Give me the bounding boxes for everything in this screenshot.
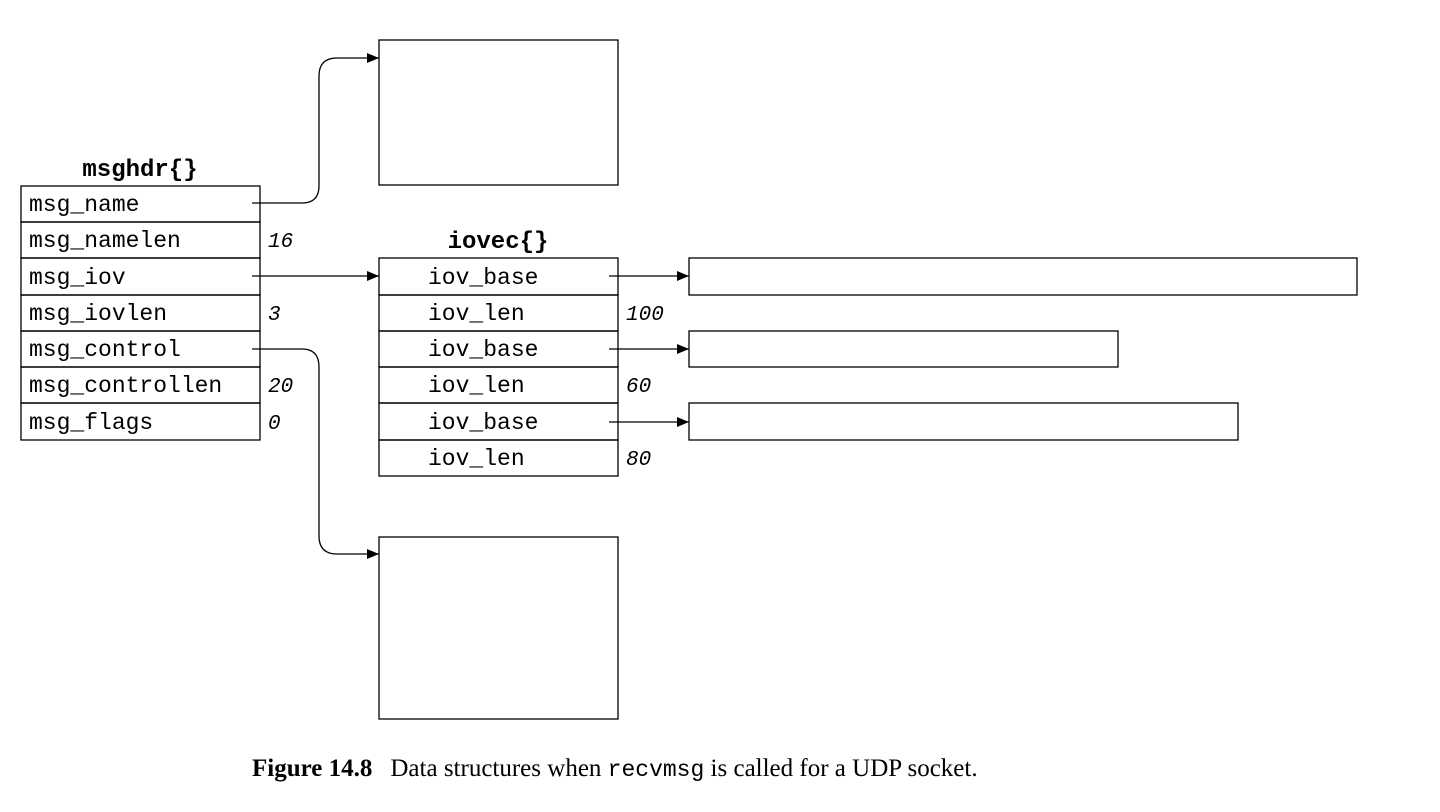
data-buffer-2-box <box>688 330 1119 368</box>
msghdr-field-name: msg_flags <box>29 410 153 436</box>
iovec-field-name: iov_len <box>428 373 525 399</box>
caption-text-before: Data structures when <box>390 755 608 782</box>
caption-text-after: is called for a UDP socket. <box>704 755 978 782</box>
iovec-field-name: iov_base <box>428 337 538 363</box>
iovec-field-value: 60 <box>626 376 651 399</box>
control-buffer-box <box>378 536 619 720</box>
iovec-field-value: 80 <box>626 449 651 472</box>
iovec-row: iov_base <box>378 257 619 296</box>
iovec-field-value: 100 <box>626 304 664 327</box>
msghdr-row: msg_name <box>20 185 261 223</box>
msghdr-field-name: msg_name <box>29 192 139 218</box>
msghdr-row: msg_iov <box>20 257 261 296</box>
iovec-row: iov_len 100 <box>378 294 664 332</box>
iovec-field-name: iov_base <box>428 265 538 291</box>
msghdr-row: msg_control <box>20 330 261 368</box>
name-buffer-box <box>378 39 619 186</box>
caption-label: Figure 14.8 <box>252 755 373 782</box>
msghdr-field-value: 20 <box>268 376 293 399</box>
iovec-row: iov_base <box>378 330 619 368</box>
caption-code: recvmsg <box>607 757 705 783</box>
diagram: msghdr{} msg_name msg_namelen 16 msg_iov… <box>20 39 1358 720</box>
msghdr-struct: msghdr{} msg_name msg_namelen 16 msg_iov… <box>20 157 293 441</box>
iovec-title: iovec{} <box>448 229 549 256</box>
iovec-field-name: iov_len <box>428 446 525 472</box>
msghdr-field-name: msg_controllen <box>29 373 222 399</box>
msghdr-field-value: 3 <box>268 304 281 327</box>
msghdr-field-value: 0 <box>268 413 281 436</box>
data-buffer-1-box <box>688 257 1358 296</box>
msghdr-field-name: msg_iovlen <box>29 301 167 327</box>
iovec-struct: iovec{} iov_base iov_len 100 iov_base io… <box>378 229 664 477</box>
msghdr-row-box <box>20 402 261 441</box>
msghdr-field-value: 16 <box>268 231 293 254</box>
msghdr-field-name: msg_iov <box>29 265 126 291</box>
msghdr-row: msg_iovlen 3 <box>20 294 281 332</box>
msghdr-row: msg_namelen 16 <box>20 221 293 259</box>
data-buffer-3-box <box>688 402 1239 441</box>
msg-control-pointer-arrow <box>252 348 379 559</box>
msghdr-row: msg_flags 0 <box>20 402 281 441</box>
msghdr-field-name: msg_control <box>29 337 181 363</box>
iovec-row: iov_len 80 <box>378 439 651 477</box>
iovec-row: iov_base <box>378 402 619 441</box>
iovec-field-name: iov_base <box>428 410 538 436</box>
msghdr-row: msg_controllen 20 <box>20 366 293 404</box>
msghdr-field-name: msg_namelen <box>29 228 181 254</box>
msg-name-pointer-arrow <box>252 53 379 204</box>
msghdr-title: msghdr{} <box>82 157 197 184</box>
iovec-row: iov_len 60 <box>378 366 651 404</box>
iovec-row-box <box>378 439 619 477</box>
iovec-field-name: iov_len <box>428 301 525 327</box>
